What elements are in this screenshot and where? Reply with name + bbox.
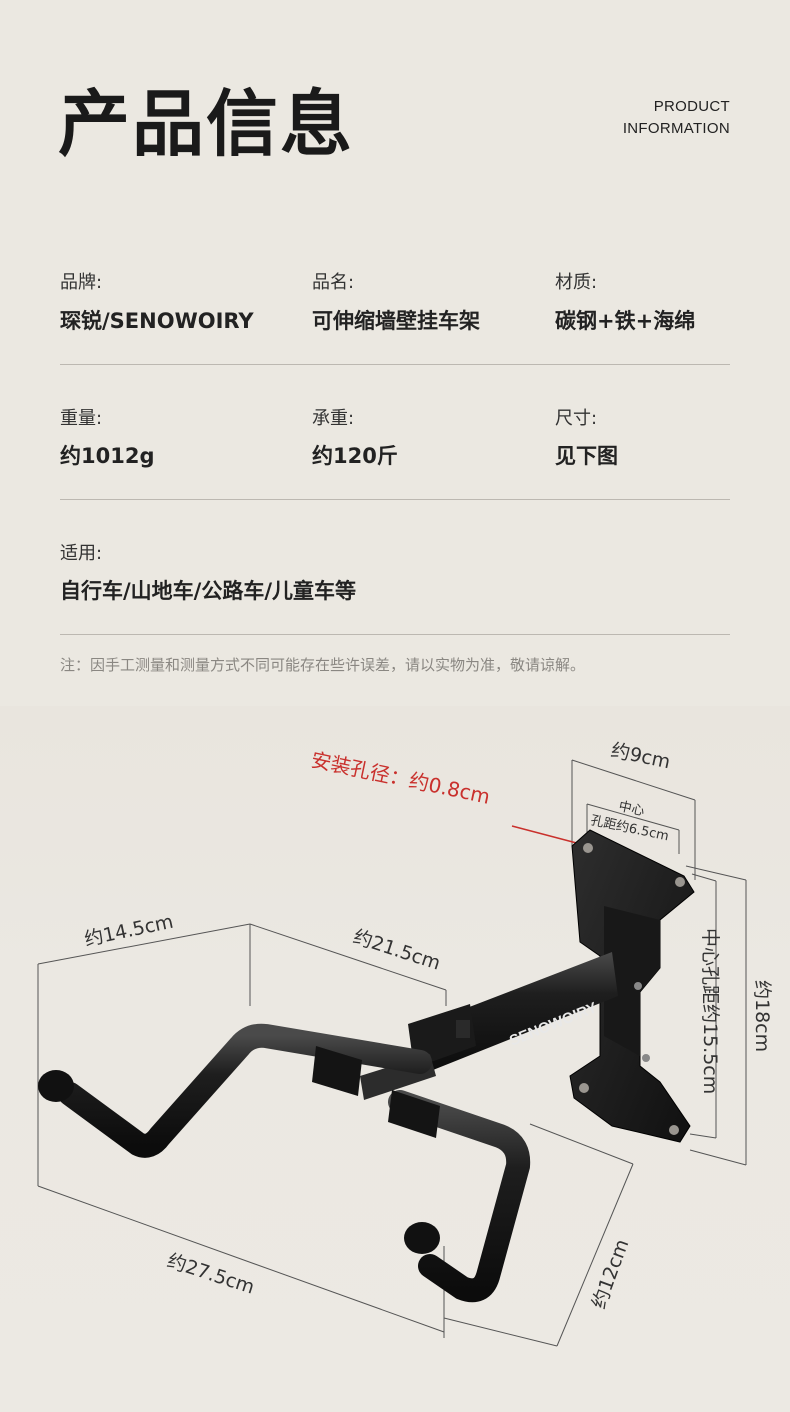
clamp-knob — [456, 1020, 470, 1038]
size-value: 见下图 — [555, 444, 618, 468]
bike-rack-illustration: SENOWOIRY — [38, 829, 695, 1303]
depth-label: 约14.5cm — [82, 911, 175, 951]
english-title-line2: INFORMATION — [622, 120, 730, 137]
lower-hook — [388, 1090, 531, 1303]
hole-spacing-vertical-label: 中心孔距约15.5cm — [699, 928, 721, 1094]
english-title: PRODUCT INFORMATION — [623, 96, 730, 140]
upper-hook — [58, 1023, 432, 1158]
material-label: 材质: — [555, 272, 598, 293]
size-label: 尺寸: — [555, 408, 598, 429]
product-dimension-diagram: SENOWOIRY 安装孔径：约0.8cm 约9cm 中心 孔距约6.5cm 中… — [37, 739, 773, 1347]
disclaimer-note: 注：因手工测量和测量方式不同可能存在些许误差，请以实物为准，敬请谅解。 — [60, 656, 586, 674]
plate-width-label: 约9cm — [609, 739, 672, 773]
hole-diameter-label: 安装孔径：约0.8cm — [309, 747, 492, 808]
hook-height-label: 约12cm — [588, 1236, 633, 1311]
info-section: 产品信息 PRODUCT INFORMATION 品牌: 琛锐/SENOWOIR… — [58, 82, 730, 674]
divider — [60, 499, 730, 500]
english-title-line1: PRODUCT — [653, 98, 730, 115]
rivet — [642, 1054, 650, 1062]
divider — [60, 634, 730, 635]
arm-length-label: 约21.5cm — [350, 926, 443, 975]
applicable-label: 适用: — [60, 543, 103, 564]
gusset — [604, 906, 660, 1056]
center-label: 中心 — [617, 799, 646, 819]
upper-hook-cap — [38, 1070, 74, 1102]
weight-label: 重量: — [60, 408, 103, 429]
total-length-label: 约27.5cm — [164, 1250, 257, 1299]
plate-height-label: 约18cm — [751, 980, 773, 1052]
brand-value: 琛锐/SENOWOIRY — [60, 309, 254, 333]
dimension-lines — [37, 759, 747, 1347]
product-name-value: 可伸缩墙壁挂车架 — [312, 309, 480, 333]
load-value: 约120斤 — [312, 444, 398, 468]
brand-label: 品牌: — [60, 272, 103, 293]
foam-sleeve — [388, 1090, 440, 1138]
material-value: 碳钢+铁+海绵 — [555, 309, 696, 333]
applicable-value: 自行车/山地车/公路车/儿童车等 — [60, 579, 357, 603]
load-label: 承重: — [312, 408, 355, 429]
page-title: 产品信息 — [58, 82, 355, 166]
product-name-label: 品名: — [312, 272, 355, 293]
weight-value: 约1012g — [60, 444, 155, 468]
foam-sleeve — [312, 1046, 362, 1096]
lower-hook-cap — [404, 1222, 440, 1254]
divider — [60, 364, 730, 365]
rivet — [634, 982, 642, 990]
mounting-holes — [579, 843, 685, 1135]
